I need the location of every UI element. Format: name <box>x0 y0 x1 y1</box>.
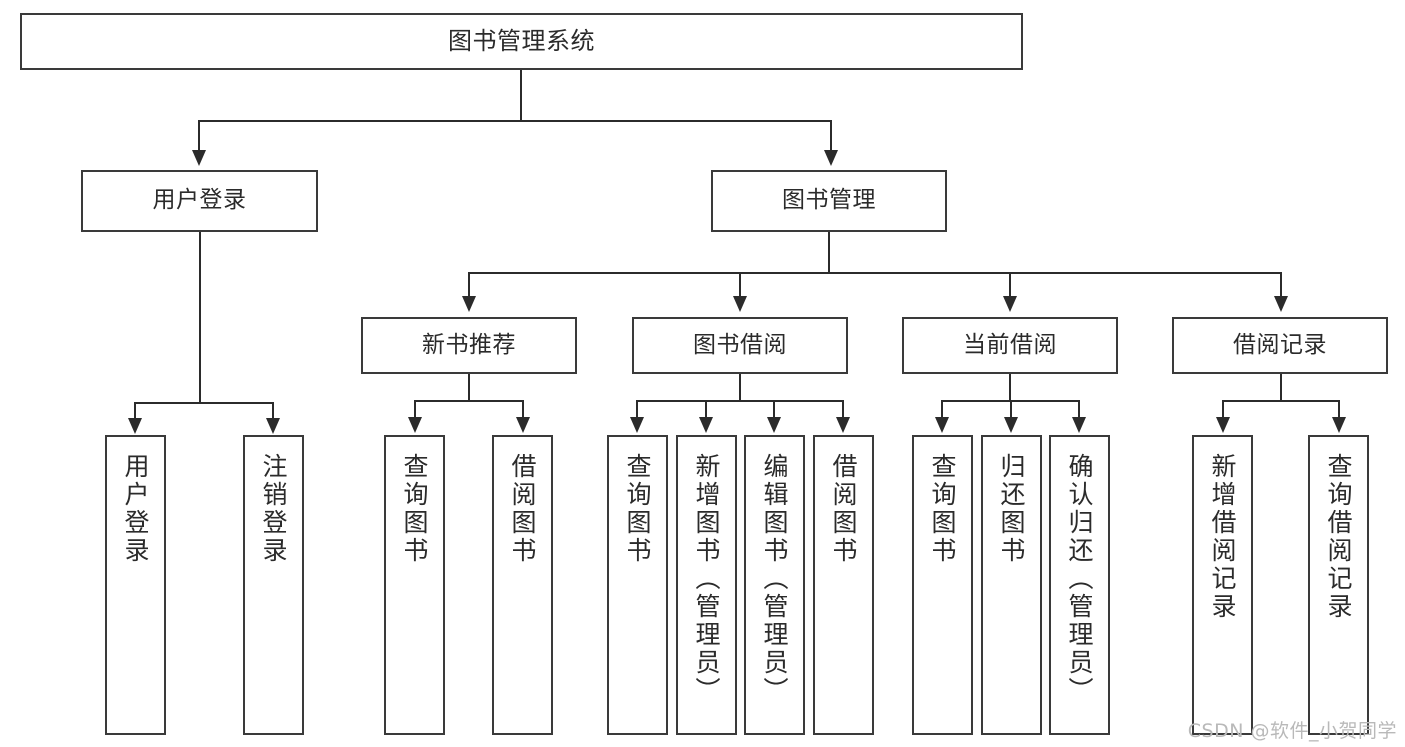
edge-bm-to-new-books <box>468 272 470 300</box>
edge-bm-to-borrow-records <box>1280 272 1282 300</box>
leaf-query-book-borrow[interactable]: 查询图书 <box>607 435 668 735</box>
arrow-to-current-borrow <box>1003 296 1017 312</box>
arrow-to-leaf-query-book-c <box>935 417 949 433</box>
arrow-to-leaf-query-book-b <box>630 417 644 433</box>
edge-cb-to-leaf-1 <box>941 400 943 418</box>
edge-book-management-stem <box>828 232 830 274</box>
arrow-root-to-user-login <box>192 150 206 166</box>
node-label: 当前借阅 <box>963 331 1057 358</box>
leaf-logout[interactable]: 注销登录 <box>243 435 304 735</box>
csdn-watermark: CSDN @软件_小贺同学 <box>1187 720 1397 742</box>
arrow-to-leaf-query-book-a <box>408 417 422 433</box>
edge-root-to-user-login <box>198 120 200 152</box>
edge-br-to-leaf-2 <box>1338 400 1340 418</box>
edge-bm-to-current-borrow <box>1009 272 1011 300</box>
arrow-to-book-borrow <box>733 296 747 312</box>
node-label: 图书管理系统 <box>448 27 595 56</box>
edge-root-bus <box>198 120 832 122</box>
node-label: 新书推荐 <box>422 331 516 358</box>
leaf-borrow-book[interactable]: 借阅图书 <box>813 435 874 735</box>
arrow-to-new-books <box>462 296 476 312</box>
leaf-query-borrow-record[interactable]: 查询借阅记录 <box>1308 435 1369 735</box>
edge-new-books-to-leaf-2 <box>522 400 524 418</box>
edge-user-login-bus <box>134 402 272 404</box>
node-label: 查询图书 <box>928 453 957 565</box>
arrow-to-leaf-edit-book <box>767 417 781 433</box>
arrow-to-leaf-add-book <box>699 417 713 433</box>
edge-user-login-stem <box>199 232 201 404</box>
node-label: 用户登录 <box>152 187 247 214</box>
arrow-to-leaf-return-book <box>1004 417 1018 433</box>
node-label: 确认归还（管理员） <box>1065 453 1094 705</box>
leaf-add-borrow-record[interactable]: 新增借阅记录 <box>1192 435 1253 735</box>
node-label: 借阅图书 <box>829 453 858 565</box>
node-root-book-management-system[interactable]: 图书管理系统 <box>20 13 1023 70</box>
leaf-add-book-admin[interactable]: 新增图书（管理员） <box>676 435 737 735</box>
node-label: 查询借阅记录 <box>1324 453 1353 621</box>
edge-bb-to-leaf-3 <box>773 400 775 418</box>
node-label: 查询图书 <box>400 453 429 565</box>
edge-bb-to-leaf-2 <box>705 400 707 418</box>
edge-new-books-to-leaf-1 <box>414 400 416 418</box>
node-label: 新增借阅记录 <box>1208 453 1237 621</box>
arrow-root-to-book-management <box>824 150 838 166</box>
node-label: 新增图书（管理员） <box>692 453 721 705</box>
edge-new-books-bus <box>414 400 524 402</box>
leaf-query-book-new[interactable]: 查询图书 <box>384 435 445 735</box>
edge-root-stem <box>520 70 522 122</box>
leaf-return-book[interactable]: 归还图书 <box>981 435 1042 735</box>
edge-book-management-bus <box>468 272 1282 274</box>
edge-book-borrow-stem <box>739 374 741 402</box>
node-borrow-records[interactable]: 借阅记录 <box>1172 317 1388 374</box>
node-label: 图书借阅 <box>693 331 787 358</box>
arrow-to-borrow-records <box>1274 296 1288 312</box>
node-label: 用户登录 <box>121 453 150 565</box>
leaf-confirm-return-admin[interactable]: 确认归还（管理员） <box>1049 435 1110 735</box>
node-label: 图书管理 <box>782 187 876 214</box>
leaf-borrow-book-new[interactable]: 借阅图书 <box>492 435 553 735</box>
node-current-borrow[interactable]: 当前借阅 <box>902 317 1118 374</box>
edge-bm-to-book-borrow <box>739 272 741 300</box>
edge-cb-to-leaf-2 <box>1010 400 1012 418</box>
arrow-to-leaf-user-login <box>128 418 142 434</box>
node-label: 查询图书 <box>623 453 652 565</box>
node-new-book-recommend[interactable]: 新书推荐 <box>361 317 577 374</box>
edge-root-to-book-management <box>830 120 832 152</box>
edge-book-borrow-bus <box>636 400 844 402</box>
node-book-management[interactable]: 图书管理 <box>711 170 947 232</box>
arrow-to-leaf-borrow-book-b <box>836 417 850 433</box>
edge-new-books-stem <box>468 374 470 402</box>
node-label: 借阅记录 <box>1233 331 1327 358</box>
edge-br-to-leaf-1 <box>1222 400 1224 418</box>
node-label: 归还图书 <box>997 453 1026 565</box>
node-book-borrow[interactable]: 图书借阅 <box>632 317 848 374</box>
arrow-to-leaf-add-record <box>1216 417 1230 433</box>
edge-user-login-to-leaf-2 <box>272 402 274 420</box>
arrow-to-leaf-borrow-book-a <box>516 417 530 433</box>
node-label: 注销登录 <box>259 453 288 565</box>
leaf-query-book-current[interactable]: 查询图书 <box>912 435 973 735</box>
edge-bb-to-leaf-4 <box>842 400 844 418</box>
node-label: 借阅图书 <box>508 453 537 565</box>
leaf-edit-book-admin[interactable]: 编辑图书（管理员） <box>744 435 805 735</box>
node-user-login[interactable]: 用户登录 <box>81 170 318 232</box>
edge-bb-to-leaf-1 <box>636 400 638 418</box>
arrow-to-leaf-confirm-return <box>1072 417 1086 433</box>
leaf-user-login[interactable]: 用户登录 <box>105 435 166 735</box>
arrow-to-leaf-logout <box>266 418 280 434</box>
edge-borrow-records-stem <box>1280 374 1282 402</box>
edge-user-login-to-leaf-1 <box>134 402 136 420</box>
edge-current-borrow-stem <box>1009 374 1011 402</box>
arrow-to-leaf-query-record <box>1332 417 1346 433</box>
node-label: 编辑图书（管理员） <box>760 453 789 705</box>
edge-cb-to-leaf-3 <box>1078 400 1080 418</box>
edge-borrow-records-bus <box>1222 400 1340 402</box>
